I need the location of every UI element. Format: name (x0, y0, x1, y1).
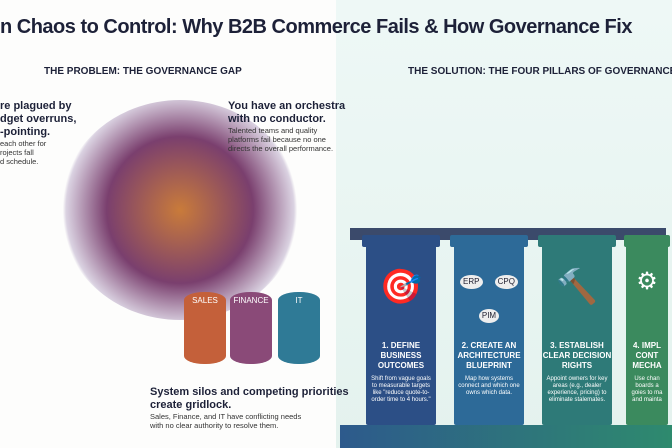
pillar-2: ERP CPQ PIM 2. CREATE AN ARCHITECTURE BL… (450, 235, 528, 425)
cpq-node: CPQ (494, 275, 518, 289)
page-title: n Chaos to Control: Why B2B Commerce Fai… (0, 16, 632, 38)
erp-node: ERP (460, 275, 483, 289)
system-map-icon: ERP CPQ PIM (454, 275, 524, 343)
silo-finance: FINANCE (230, 292, 272, 364)
pim-node: PIM (478, 309, 500, 323)
solution-heading: THE SOLUTION: THE FOUR PILLARS OF GOVERN… (408, 66, 672, 77)
gavel-icon: 🔨 (555, 268, 599, 306)
silo-it: IT (278, 292, 320, 364)
silo-sales: SALES (184, 292, 226, 364)
target-icon: 🎯 (379, 268, 423, 306)
chaos-instruments-illustration (60, 100, 300, 320)
pillar-base (340, 425, 672, 448)
gate-icon: ⚙ (636, 268, 658, 295)
problem-heading: THE PROBLEM: THE GOVERNANCE GAP (44, 66, 242, 77)
